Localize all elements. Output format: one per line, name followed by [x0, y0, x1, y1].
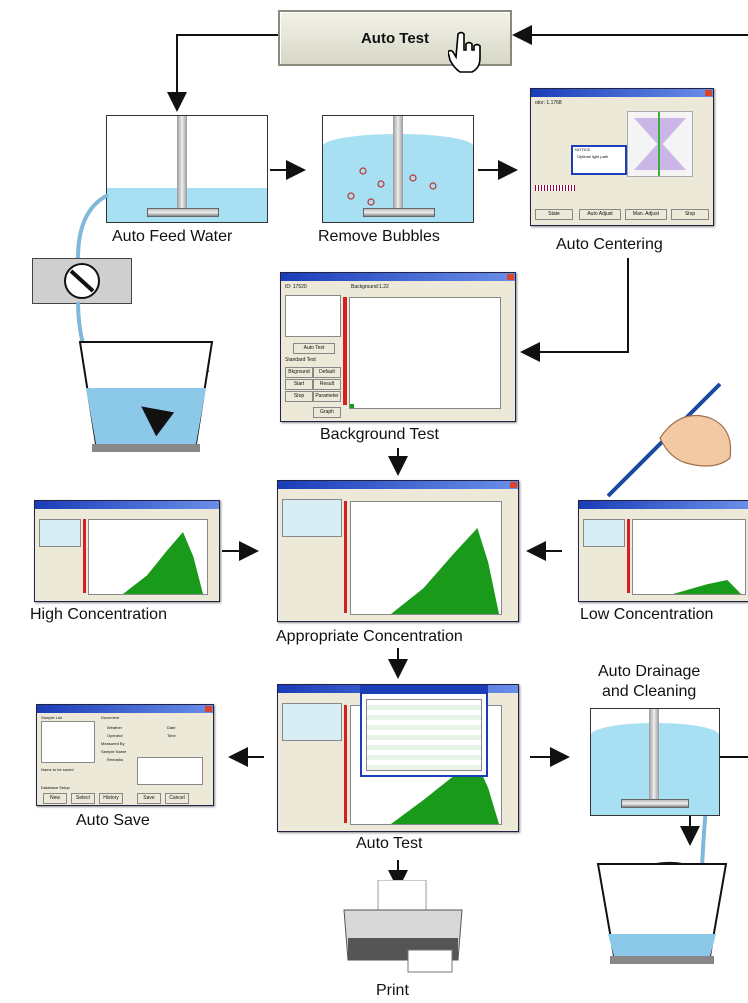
low-concentration-window — [578, 500, 748, 602]
background-test-window: ID: 17520 Background:1.22 Auto Test Stan… — [280, 272, 516, 422]
appropriate-histogram — [350, 501, 502, 615]
low-label: Low Concentration — [580, 606, 714, 623]
drain-tank — [590, 708, 720, 816]
bubbles-icon — [347, 167, 437, 206]
pipette-hand-icon — [606, 382, 732, 498]
auto-test-start-button[interactable]: Auto Test — [278, 10, 512, 73]
close-icon[interactable] — [510, 482, 517, 488]
result-table-popup — [360, 685, 488, 777]
printer-icon — [343, 880, 463, 973]
auto-test-start-label: Auto Test — [360, 29, 430, 47]
pump-icon — [64, 263, 100, 299]
background-plot — [349, 297, 501, 409]
hand-cursor-icon — [448, 31, 481, 73]
feed-water-label: Auto Feed Water — [112, 228, 233, 245]
close-icon[interactable] — [507, 274, 514, 280]
state-button[interactable]: State — [535, 209, 573, 220]
stop-button[interactable]: Stop — [671, 209, 709, 220]
background-label: Background Test — [320, 426, 439, 443]
low-histogram — [632, 519, 746, 595]
source-bucket-icon — [78, 341, 214, 452]
centering-title-text: otor: 1.1768 — [535, 100, 562, 106]
high-concentration-window — [34, 500, 220, 602]
drain-label-line2: and Cleaning — [602, 683, 697, 700]
save-label: Auto Save — [76, 812, 150, 829]
feed-water-tank — [106, 115, 268, 223]
bubbles-label: Remove Bubbles — [318, 228, 440, 245]
auto-adjust-button[interactable]: Auto Adjust — [579, 209, 621, 220]
close-icon[interactable] — [205, 706, 212, 712]
auto-test-label: Auto Test — [356, 835, 423, 852]
centering-label: Auto Centering — [556, 236, 663, 253]
drain-bucket-icon — [596, 861, 728, 964]
centering-dialog: NOTICE Optimal light path — [571, 145, 627, 175]
pump-box — [32, 258, 132, 304]
high-histogram — [88, 519, 208, 595]
man-adjust-button[interactable]: Man. Adjust — [625, 209, 667, 220]
auto-save-window: Sample List Document Weather Date Operat… — [36, 704, 214, 806]
appropriate-label: Appropriate Concentration — [276, 628, 463, 645]
appropriate-concentration-window — [277, 480, 519, 622]
drain-label-line1: Auto Drainage — [598, 663, 701, 680]
centering-lightpath — [627, 111, 693, 177]
auto-test-window — [277, 684, 519, 832]
close-icon[interactable] — [705, 90, 712, 96]
centering-window: otor: 1.1768 NOTICE Optimal light path S… — [530, 88, 714, 226]
print-label: Print — [376, 982, 409, 999]
bubbles-tank — [322, 115, 474, 223]
high-label: High Concentration — [30, 606, 167, 623]
background-preview — [285, 295, 341, 337]
